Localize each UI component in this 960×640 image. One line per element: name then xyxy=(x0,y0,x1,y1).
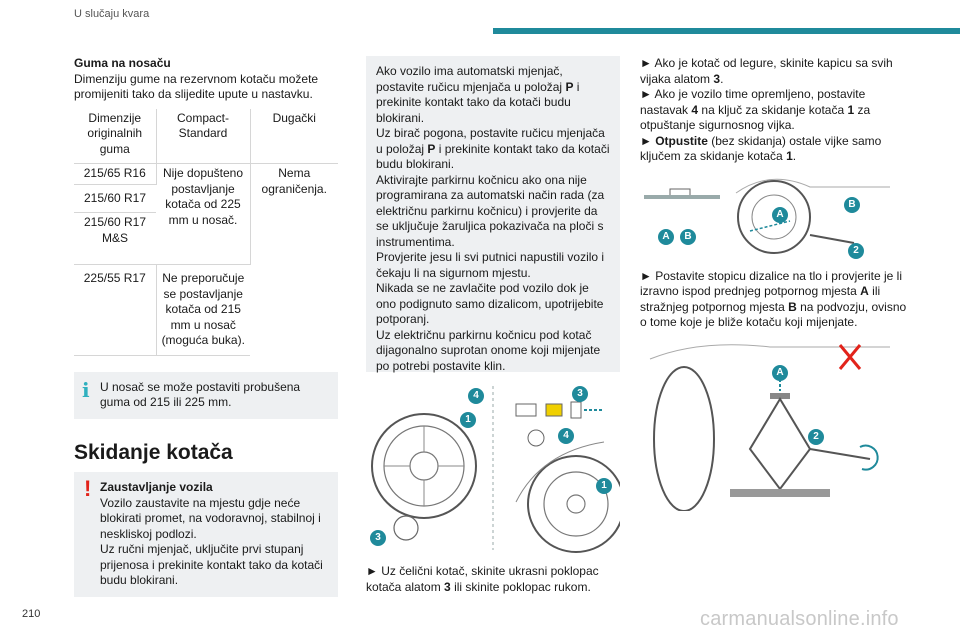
warning-line: Uz ručni mjenjač, uključite prvi stupanj… xyxy=(100,542,323,587)
step-text: ► Otpustite (bez skidanja) ostale vijke … xyxy=(640,133,882,164)
precaution-line: Ako vozilo ima automatski mjenjač, posta… xyxy=(376,64,580,125)
precaution-line: Aktivirajte parkirnu kočnicu ako ona nij… xyxy=(376,172,605,249)
callout-badge: 2 xyxy=(808,428,824,445)
warning-box: ! Zaustavljanje vozila Vozilo zaustavite… xyxy=(74,472,338,597)
callout-badge: A xyxy=(658,228,674,245)
figure-caption: ► Uz čelični kotač, skinite ukrasni pokl… xyxy=(366,564,599,594)
table-cell-compact: Ne preporučuje se postavljanje kotača od… xyxy=(156,264,250,356)
watermark-text: carmanualsonline.info xyxy=(700,608,899,630)
precaution-line: Provjerite jesu li svi putnici napustili… xyxy=(376,250,605,280)
page-number: 210 xyxy=(22,608,41,620)
step-text: ► Ako je vozilo time opremljeno, postavi… xyxy=(640,87,871,132)
info-icon: i xyxy=(82,377,90,402)
precaution-box: Ako vozilo ima automatski mjenjač, posta… xyxy=(366,56,620,373)
callout-badge: 4 xyxy=(468,388,484,404)
section-title: Skidanje kotača xyxy=(74,440,233,464)
table-cell-size: 215/60 R17 M&S xyxy=(74,212,156,265)
table-cell-size: 215/65 R16 xyxy=(74,163,157,184)
jack-placement-illustration xyxy=(640,338,894,512)
callout-badge: A xyxy=(772,206,788,223)
tyre-intro: Dimenziju gume na rezervnom kotaču možet… xyxy=(74,71,319,102)
callout-badge: B xyxy=(680,228,696,245)
step-text: ► Postavite stopicu dizalice na tlo i pr… xyxy=(640,268,907,330)
header-accent-bar xyxy=(493,28,960,34)
table-cell-compact: Nije dopušteno postavljanje kotača od 22… xyxy=(156,163,251,265)
table-cell-long: Nema ograničenja. xyxy=(261,166,327,196)
column-middle: Ako vozilo ima automatski mjenjač, posta… xyxy=(366,56,625,595)
tyre-heading: Guma na nosaču xyxy=(74,56,171,70)
column-left: Guma na nosaču Dimenziju gume na rezervn… xyxy=(74,56,338,597)
callout-badge: 4 xyxy=(558,428,574,444)
warning-line: Vozilo zaustavite na mjestu gdje neće bl… xyxy=(100,495,321,541)
info-note: i U nosač se može postaviti probušena gu… xyxy=(74,371,338,419)
table-header-original: Dimenzije originalnih guma xyxy=(74,108,157,164)
callout-badge: 1 xyxy=(596,478,612,494)
tyre-size-table: Dimenzije originalnih guma Compact-Stand… xyxy=(74,108,338,356)
column-right: ► Ako je kotač od legure, skinite kapicu… xyxy=(640,56,910,512)
wheel-cover-figure: 1 4 3 4 1 3 xyxy=(366,382,625,554)
table-cell-size: 225/55 R17 xyxy=(74,264,157,356)
jack-points-figure: A B A B 2 xyxy=(640,172,894,259)
chapter-title: U slučaju kvara xyxy=(74,8,150,20)
jack-placement-figure: A 2 xyxy=(640,338,894,512)
callout-badge: 2 xyxy=(848,242,864,259)
precaution-line: Uz električnu parkirnu kočnicu pod kotač… xyxy=(376,327,601,373)
table-header-compact: Compact-Standard xyxy=(156,108,251,164)
callout-badge: B xyxy=(844,196,860,213)
table-cell-size: 215/60 R17 xyxy=(74,183,156,213)
warning-title: Zaustavljanje vozila xyxy=(100,480,213,494)
callout-badge: 3 xyxy=(370,530,386,546)
step-text: ► Ako je kotač od legure, skinite kapicu… xyxy=(640,56,893,86)
precaution-line: Nikada se ne zavlačite pod vozilo dok je… xyxy=(376,281,604,326)
table-header-long: Dugački xyxy=(250,108,338,164)
info-text: U nosač se može postaviti probušena guma… xyxy=(100,379,301,410)
precaution-line: Uz birač pogona, postavite ručicu mjenja… xyxy=(376,126,610,171)
callout-badge: 1 xyxy=(460,412,476,428)
callout-badge: A xyxy=(772,364,788,381)
warning-icon: ! xyxy=(84,476,92,501)
callout-badge: 3 xyxy=(572,386,588,402)
wheel-cover-illustration xyxy=(366,382,625,554)
